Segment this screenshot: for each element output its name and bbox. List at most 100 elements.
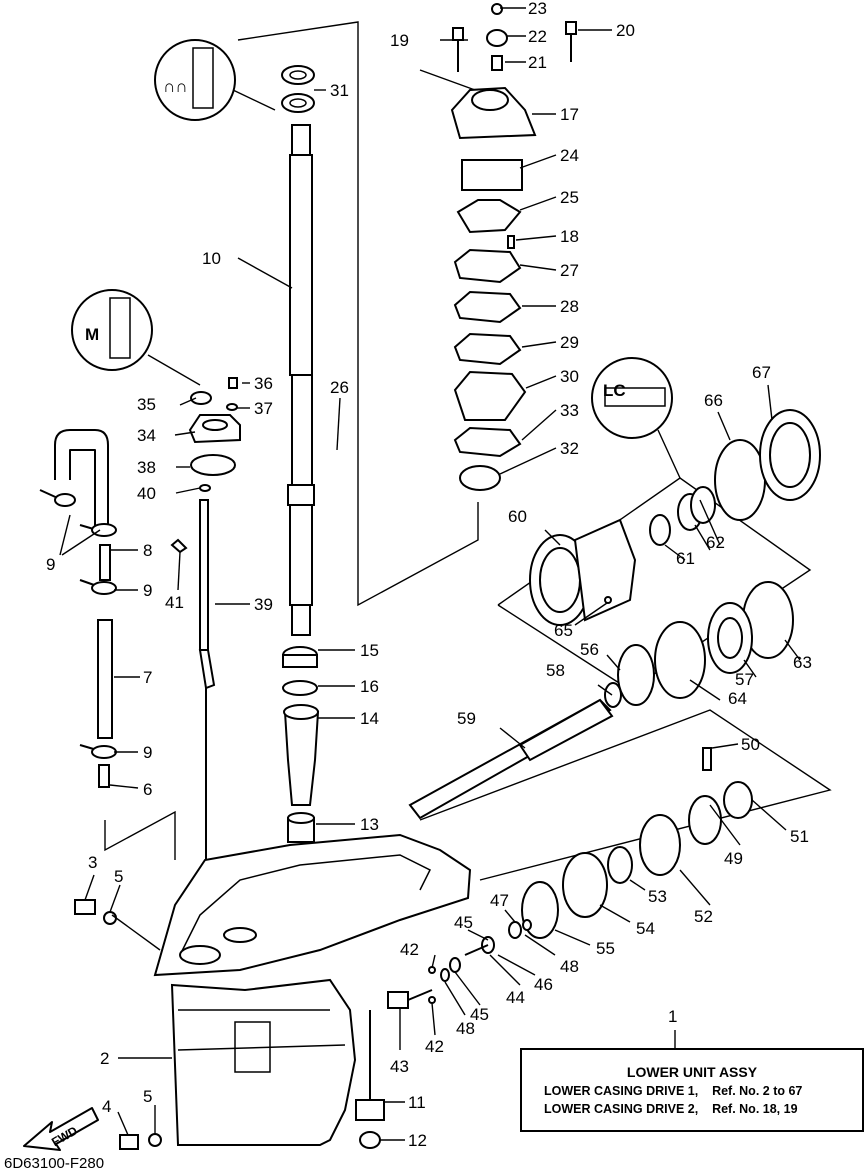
callout-labels: 1 2 3 4 5 5 6 7 8 9 9 9 10 11 12 13 14 1… [46,0,812,1150]
pinion-nut [355,1099,385,1149]
oil-seals [281,65,315,113]
callout-26: 26 [330,378,349,397]
callout-48b: 48 [560,957,579,976]
callout-45b: 45 [470,1005,489,1024]
pump-bolts [452,3,577,72]
callout-56: 56 [580,640,599,659]
svg-text:∩∩: ∩∩ [163,77,188,96]
callout-62: 62 [706,533,725,552]
callout-43: 43 [390,1057,409,1076]
callout-59: 59 [457,709,476,728]
callout-8: 8 [143,541,152,560]
forward-gear-assy [521,747,753,939]
callout-42a: 42 [400,940,419,959]
callout-60: 60 [508,507,527,526]
legend-row-1: LOWER CASING DRIVE 1, Ref. No. 2 to 67 [544,1084,803,1098]
callout-20: 20 [616,21,635,40]
callout-48a: 48 [456,1019,475,1038]
callout-31: 31 [330,81,349,100]
drawing-code: 6D63100-F280 [4,1155,105,1172]
callout-9a: 9 [46,555,55,574]
callout-40: 40 [137,484,156,503]
fwd-arrow: FWD [20,1100,100,1165]
callout-47: 47 [490,891,509,910]
callout-51: 51 [790,827,809,846]
callout-38: 38 [137,458,156,477]
callout-2: 2 [100,1049,109,1068]
callout-5a: 5 [114,867,123,886]
grease-magnifier-top: ∩∩ [154,39,276,121]
callout-46: 46 [534,975,553,994]
propeller-shaft [408,682,622,820]
callout-22: 22 [528,27,547,46]
callout-5b: 5 [143,1087,152,1106]
callout-24: 24 [560,146,579,165]
grease-magnifier-right: LC [591,357,681,479]
callout-65: 65 [554,621,573,640]
callout-45a: 45 [454,913,473,932]
callout-17: 17 [560,105,579,124]
callout-33: 33 [560,401,579,420]
legend-row-2: LOWER CASING DRIVE 2, Ref. No. 18, 19 [544,1102,798,1116]
callout-54: 54 [636,919,655,938]
callout-7: 7 [143,668,152,687]
callout-66: 66 [704,391,723,410]
callout-42b: 42 [425,1037,444,1056]
callout-64: 64 [728,689,747,708]
callout-53: 53 [648,887,667,906]
callout-4: 4 [102,1097,111,1116]
callout-25: 25 [560,188,579,207]
callout-36: 36 [254,374,273,393]
callout-3: 3 [88,853,97,872]
callout-10: 10 [202,249,221,268]
callout-27: 27 [560,261,579,280]
callout-32: 32 [560,439,579,458]
callout-1: 1 [668,1007,677,1026]
callout-44: 44 [506,988,525,1007]
driveshaft-bearings [282,646,320,843]
callout-35: 35 [137,395,156,414]
legend-title: LOWER UNIT ASSY [626,1064,758,1080]
callout-14: 14 [360,709,379,728]
callout-50: 50 [741,735,760,754]
callout-21: 21 [528,53,547,72]
callout-28: 28 [560,297,579,316]
group-outline-shift-rod [104,810,176,860]
callout-18: 18 [560,227,579,246]
callout-55: 55 [596,939,615,958]
group-outline-upper [237,21,479,607]
callout-9b: 9 [143,581,152,600]
svg-text:M: M [85,325,99,344]
callout-29: 29 [560,333,579,352]
callout-12: 12 [408,1131,427,1150]
grease-magnifier-left: M [71,289,201,386]
svg-text:LC: LC [603,381,626,400]
water-tube-assy [39,429,117,788]
fwd-arrow-icon: FWD [23,1107,99,1151]
callout-16: 16 [360,677,379,696]
callout-11: 11 [408,1093,426,1112]
callout-34: 34 [137,426,156,445]
callout-30: 30 [560,367,579,386]
callout-58: 58 [546,661,565,680]
callout-57: 57 [735,670,754,689]
callout-52: 52 [694,907,713,926]
callout-63: 63 [793,653,812,672]
callout-37: 37 [254,399,273,418]
callout-9c: 9 [143,743,152,762]
callout-6: 6 [143,780,152,799]
shift-cam-assy [188,377,241,492]
drive-shaft [287,124,315,636]
callout-39: 39 [254,595,273,614]
callout-13: 13 [360,815,379,834]
callout-23: 23 [528,0,547,18]
gear-housing [529,409,821,706]
legend-box: LOWER UNIT ASSY LOWER CASING DRIVE 1, Re… [520,1048,864,1132]
callout-leaders [59,7,801,1141]
callout-67: 67 [752,363,771,382]
callout-15: 15 [360,641,379,660]
callout-49: 49 [724,849,743,868]
callout-61: 61 [676,549,695,568]
